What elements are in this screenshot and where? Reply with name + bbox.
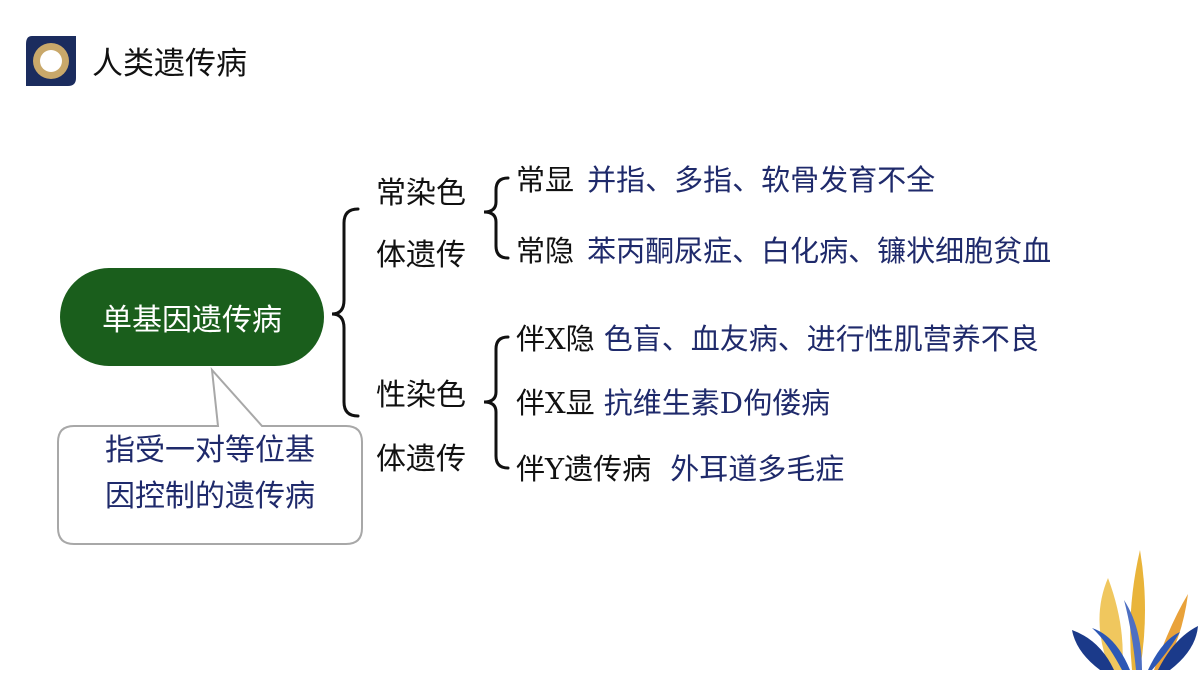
leaf-decoration [1072, 550, 1198, 670]
item-prefix-a: 伴 [516, 322, 546, 356]
page-title: 人类遗传病 [92, 46, 247, 82]
callout-text: 指受一对等位基 因控制的遗传病 [62, 428, 358, 520]
autosomal-bracket [483, 176, 510, 260]
logo-icon [26, 36, 76, 86]
list-item: 常显 并指、多指、软骨发育不全 [516, 157, 935, 199]
item-value: 并指、多指、软骨发育不全 [587, 163, 936, 197]
root-bracket [331, 207, 360, 418]
item-prefix: 常显 [516, 163, 575, 197]
sexlinked-label-line-1: 性染色 [376, 378, 466, 413]
item-value-a: 抗维生素 [603, 386, 720, 420]
item-prefix-b: X [545, 386, 566, 420]
item-value: 外耳道多毛症 [670, 452, 845, 486]
item-value-b: D [719, 386, 744, 420]
list-item: 伴X隐 色盲、血友病、进行性肌营养不良 [516, 316, 1039, 358]
autosomal-label-line-1: 常染色 [376, 176, 466, 211]
sexlinked-bracket [483, 335, 510, 470]
item-value: 苯丙酮尿症、白化病、镰状细胞贫血 [587, 234, 1052, 268]
item-prefix-b: X [545, 322, 566, 356]
item-prefix-b: Y [545, 452, 565, 486]
item-value: 色盲、血友病、进行性肌营养不良 [603, 322, 1039, 356]
item-prefix: 常隐 [516, 234, 575, 268]
item-prefix-a: 伴 [516, 386, 546, 420]
item-prefix-c: 显 [565, 386, 595, 420]
item-prefix-c: 隐 [565, 322, 595, 356]
list-item: 常隐 苯丙酮尿症、白化病、镰状细胞贫血 [516, 228, 1051, 270]
item-prefix-a: 伴 [516, 452, 546, 486]
list-item: 伴Y遗传病 外耳道多毛症 [516, 446, 844, 488]
sexlinked-label-line-2: 体遗传 [376, 442, 466, 477]
callout-line-2: 因控制的遗传病 [105, 479, 315, 514]
item-prefix-c: 遗传病 [564, 452, 652, 486]
root-node: 单基因遗传病 [60, 268, 324, 366]
root-label: 单基因遗传病 [102, 303, 282, 338]
item-value-c: 佝偻病 [743, 386, 831, 420]
callout-line-1: 指受一对等位基 [105, 433, 315, 468]
autosomal-label-line-2: 体遗传 [376, 238, 466, 273]
list-item: 伴X显 抗维生素D佝偻病 [516, 380, 830, 422]
